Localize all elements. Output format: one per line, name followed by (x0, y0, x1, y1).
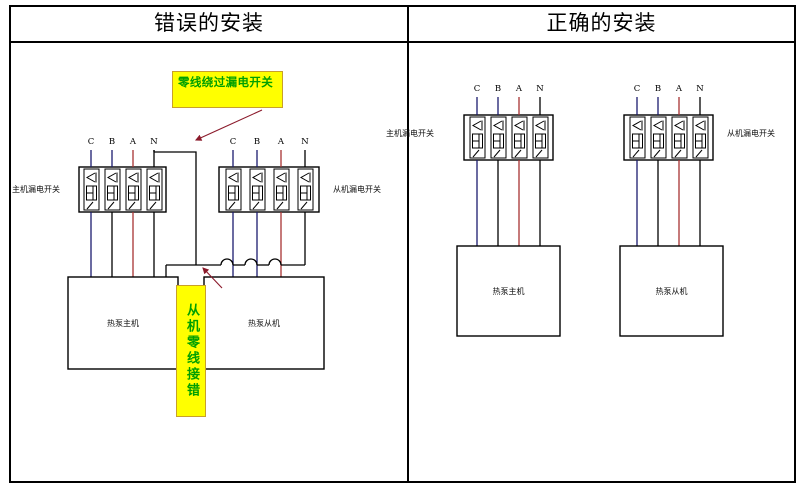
right-slave-terminal-c: C (633, 84, 641, 94)
header-divider (9, 41, 796, 43)
right-panel-title: 正确的安装 (546, 11, 657, 35)
left-slave-terminal-a: A (277, 137, 285, 147)
diagram-frame (9, 5, 796, 483)
callout-slave-neutral-miswired: 从机零线接错 (176, 285, 206, 417)
left-slave-terminal-b: B (253, 137, 261, 147)
left-panel-title: 错误的安装 (154, 11, 264, 35)
right-master-terminal-c: C (473, 84, 481, 94)
left-master-terminal-b: B (108, 137, 116, 147)
right-slave-terminal-b: B (654, 84, 662, 94)
right-master-terminal-a: A (515, 84, 523, 94)
left-slave-equipment-caption: 热泵从机 (248, 319, 280, 328)
left-master-terminal-n: N (150, 137, 158, 147)
right-slave-terminal-n: N (696, 84, 704, 94)
left-slave-terminal-c: C (229, 137, 237, 147)
right-master-terminal-b: B (494, 84, 502, 94)
right-master-terminal-n: N (536, 84, 544, 94)
right-master-equipment-caption: 热泵主机 (492, 287, 525, 296)
left-slave-terminal-n: N (301, 137, 309, 147)
panel-divider (407, 5, 409, 483)
callout-slave-neutral-text: 从机零线接错 (184, 303, 199, 399)
right-master-breaker-label: 主机漏电开关 (386, 129, 434, 138)
left-slave-breaker-label: 从机漏电开关 (333, 185, 381, 194)
left-master-terminal-a: A (129, 137, 137, 147)
right-slave-breaker-label: 从机漏电开关 (727, 129, 775, 138)
callout-neutral-bypass: 零线绕过漏电开关 (172, 71, 283, 108)
left-master-terminal-c: C (87, 137, 95, 147)
left-master-breaker-label: 主机漏电开关 (12, 185, 60, 194)
right-slave-equipment-caption: 热泵从机 (655, 287, 688, 296)
left-master-equipment-caption: 热泵主机 (107, 319, 139, 328)
right-slave-terminal-a: A (675, 84, 683, 94)
